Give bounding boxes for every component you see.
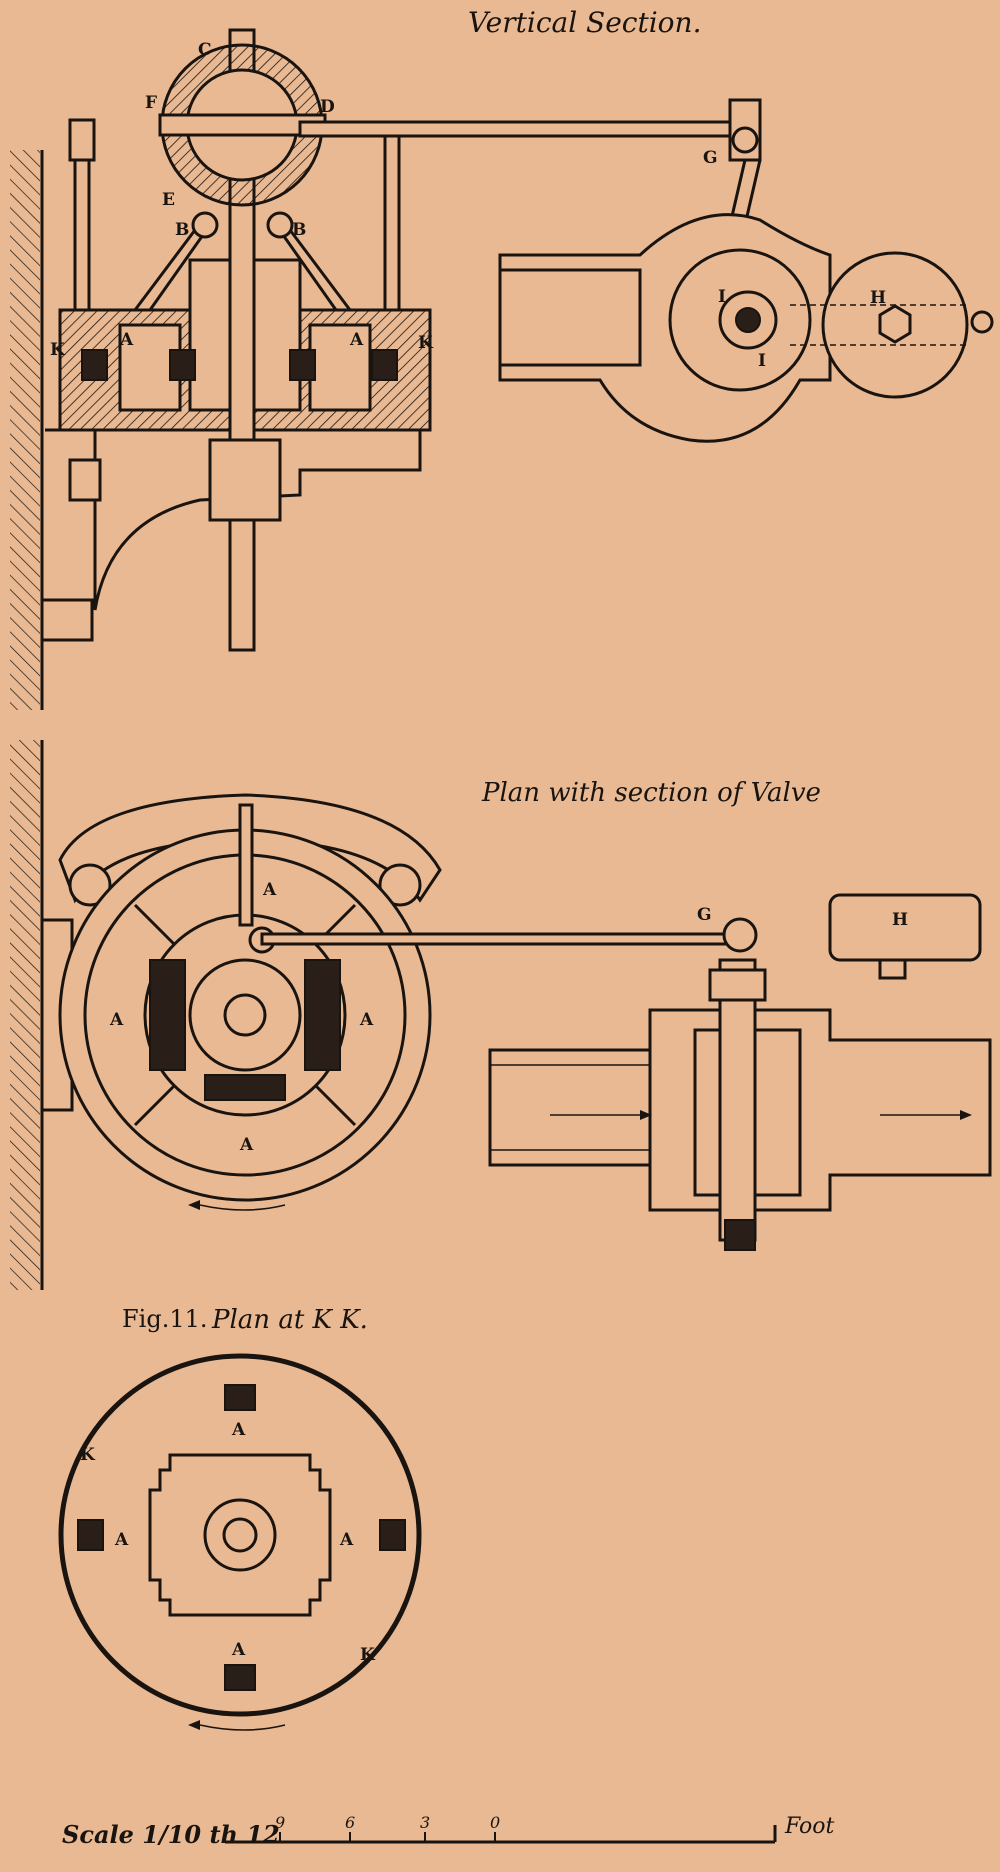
part-labels: C D F E B B G H I I A A K K A A A A G H … xyxy=(50,40,908,1665)
scale-tick-label-6: 6 xyxy=(345,1813,355,1832)
label-G-plan: G xyxy=(697,905,712,925)
label-C: C xyxy=(198,40,212,60)
scale-ticks: 9 6 3 0 xyxy=(275,1813,500,1842)
vertical-section-figure xyxy=(10,28,994,710)
label-A-top-right: A xyxy=(349,330,364,350)
label-K-top-left: K xyxy=(50,340,66,360)
label-I-bottom: I xyxy=(758,351,766,371)
label-I-top: I xyxy=(718,287,726,307)
caption-fig-label: Fig.11. xyxy=(122,1305,208,1333)
caption-plan-valve: Plan with section of Valve xyxy=(482,778,821,808)
label-A-kk-right: A xyxy=(339,1530,354,1550)
wall-hatch-middle xyxy=(10,740,40,1290)
label-K-kk-right: K xyxy=(360,1645,376,1665)
wall-hatch-top xyxy=(10,150,40,710)
plan-kk-figure xyxy=(58,1353,422,1731)
label-A-plan-top: A xyxy=(262,880,277,900)
label-H-plan: H xyxy=(892,910,908,930)
label-A-plan-left: A xyxy=(109,1010,124,1030)
label-F: F xyxy=(145,93,157,113)
pipe-left xyxy=(488,1048,662,1167)
caption-vertical-section: Vertical Section. xyxy=(468,6,702,39)
scale-bar: 9 6 3 0 xyxy=(225,1813,777,1844)
label-A-kk-top: A xyxy=(231,1420,246,1440)
plan-section-figure xyxy=(10,740,992,1290)
label-G-top: G xyxy=(703,148,718,168)
label-B-left: B xyxy=(175,220,189,240)
label-K-kk-left: K xyxy=(80,1445,96,1465)
caption-scale-unit: Foot xyxy=(785,1814,835,1839)
scale-tick-label-9: 9 xyxy=(275,1813,285,1832)
scale-tick-label-0: 0 xyxy=(490,1813,500,1832)
label-E: E xyxy=(162,190,175,210)
label-A-kk-left: A xyxy=(114,1530,129,1550)
label-A-plan-right: A xyxy=(359,1010,374,1030)
label-B-right: B xyxy=(292,220,306,240)
caption-fig-title: Plan at K K. xyxy=(212,1305,368,1335)
label-D: D xyxy=(320,97,335,117)
label-A-kk-bottom: A xyxy=(231,1640,246,1660)
label-A-plan-bottom: A xyxy=(239,1135,254,1155)
label-H-top: H xyxy=(870,288,886,308)
scale-tick-label-3: 3 xyxy=(420,1813,430,1832)
label-K-top-right: K xyxy=(418,333,434,353)
caption-scale: Scale 1/10 th 12 xyxy=(62,1820,280,1849)
label-A-top-left: A xyxy=(119,330,134,350)
